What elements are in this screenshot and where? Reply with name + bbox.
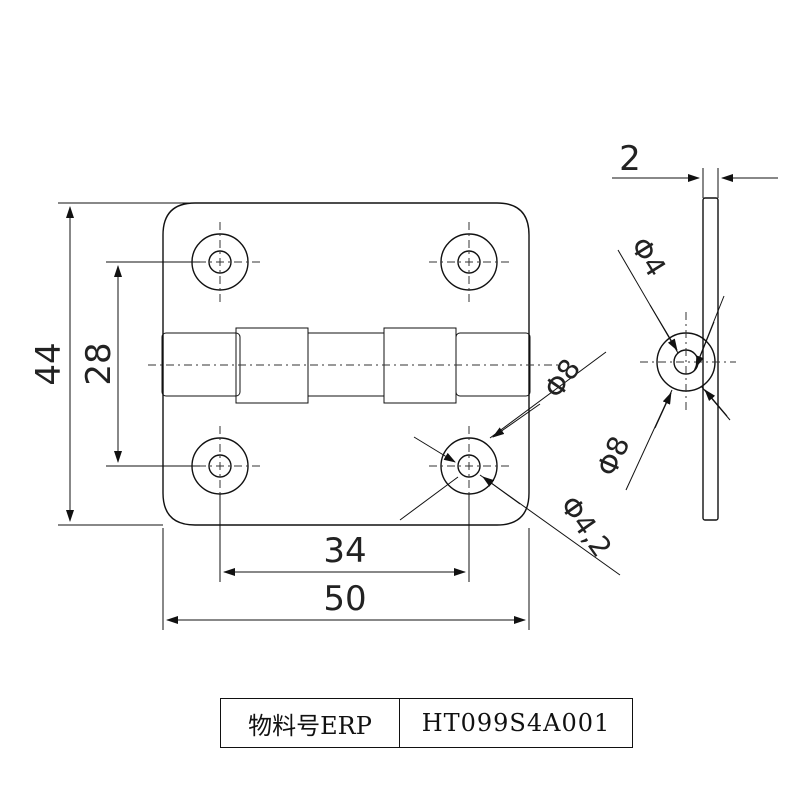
callout-hole-diameter: Φ4,2 [399,436,621,576]
dimension-text-28: 28 [79,342,119,385]
side-plate [702,197,719,521]
dimension-height-total: 44 [29,202,190,526]
hinge-front-view [148,202,560,526]
dimension-text-knuckle-diameter: Φ8 [590,431,636,481]
dimension-text-34: 34 [323,531,366,571]
erp-value-cell: HT099S4A001 [421,709,611,737]
erp-label-cell: 物料号ERP [221,699,400,747]
dimension-hole-vertical-spacing: 28 [79,261,200,467]
hinge-plate [162,202,530,526]
dimension-text-pin-inner-diameter: Φ4 [624,231,673,282]
dimension-text-2: 2 [619,139,641,179]
dimension-text-pin-diameter: Φ8 [537,353,587,405]
dimension-text-50: 50 [323,579,366,619]
erp-info-table: 物料号ERP HT099S4A001 [220,698,633,748]
dimension-thickness: 2 [612,139,778,198]
mounting-hole-top-right [429,222,509,302]
dimension-text-44: 44 [29,342,69,385]
callout-pin-inner-diameter: Φ4 [617,231,725,372]
dimension-text-hole-diameter: Φ4,2 [553,490,618,563]
callout-knuckle-diameter: Φ8 [590,385,731,491]
dimension-hole-horizontal-spacing: 34 [219,494,470,582]
dimension-width-total: 50 [162,528,530,630]
